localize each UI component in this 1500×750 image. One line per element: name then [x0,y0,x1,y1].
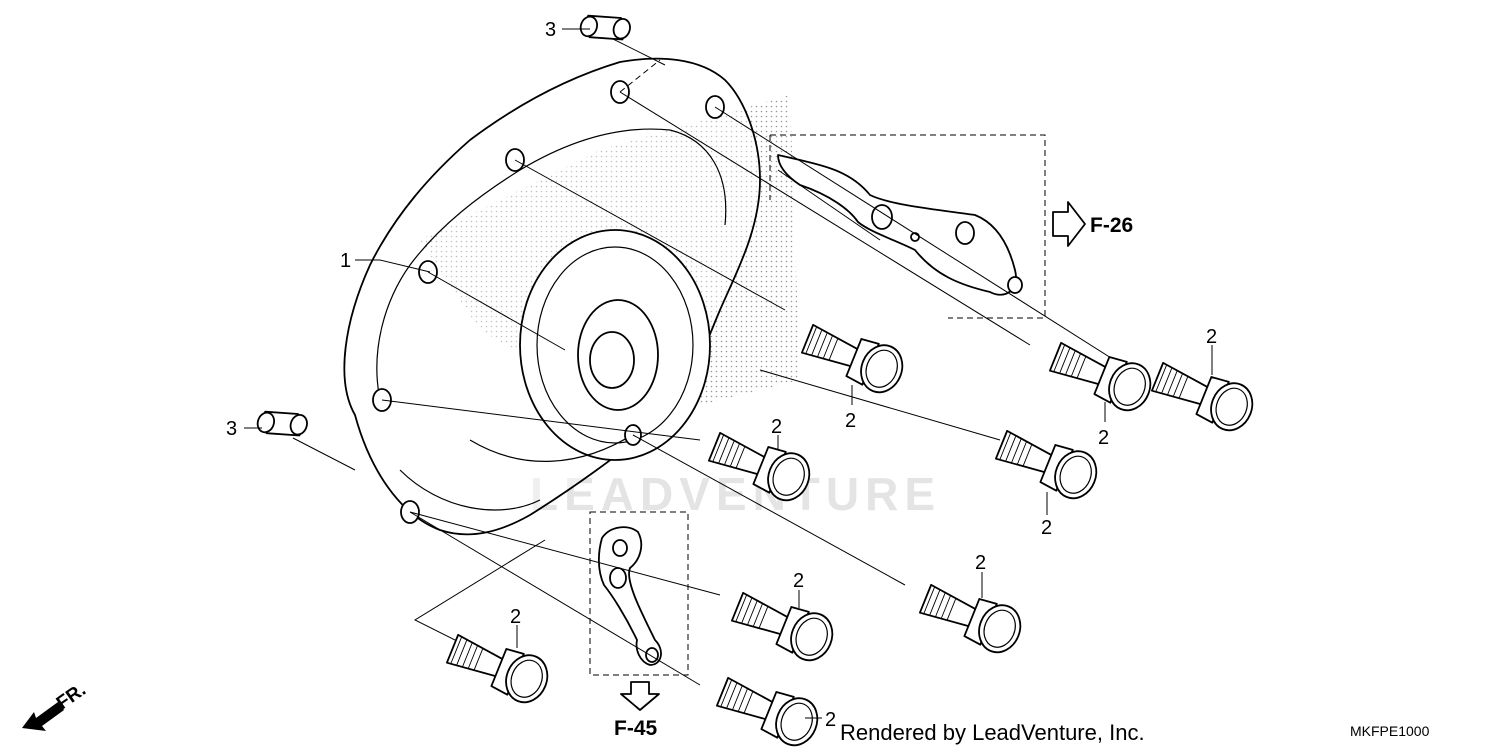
arrow-down-icon [620,681,660,711]
lower-dashed-box [589,511,689,676]
bolt-e [991,421,1105,506]
diagram-code: MKFPE1000 [1350,723,1430,739]
callout-cover: 1 [340,250,351,272]
callout-bolt-c: 2 [1206,326,1217,348]
callout-dowel-lower: 3 [226,418,237,440]
callout-bolt-i: 2 [825,709,836,731]
credit-text: Rendered by LeadVenture, Inc. [840,720,1145,745]
callout-bolt-h: 2 [510,606,521,628]
upper-dashed-box [769,134,1046,319]
dowel-pin-upper [577,5,634,50]
callout-bolt-f: 2 [975,552,986,574]
bolt-i [712,668,826,750]
callout-bolt-d: 2 [771,416,782,438]
reference-upper: F-26 [1090,214,1133,237]
dowel-pin-lower [254,401,311,446]
watermark-text: LEADVENTURE [530,468,941,520]
bolt-g [727,583,841,668]
generator-cover [343,57,761,536]
arrow-right-icon [1052,201,1086,247]
callout-bolt-a: 2 [845,410,856,432]
upper-bracket [777,154,1023,296]
front-arrow-icon [22,702,64,731]
lower-stay [597,526,662,666]
reference-lower: F-45 [614,717,658,740]
bolt-b [1045,333,1159,418]
callout-dowel-upper: 3 [545,19,556,41]
callout-bolt-e: 2 [1041,517,1052,539]
callout-ticks [244,28,1213,719]
callout-bolt-g: 2 [793,570,804,592]
bolt-h [442,625,556,710]
leader-lines [292,29,1131,686]
bolt-f [915,575,1029,660]
callout-bolt-b: 2 [1098,427,1109,449]
bolt-c [1147,353,1261,438]
